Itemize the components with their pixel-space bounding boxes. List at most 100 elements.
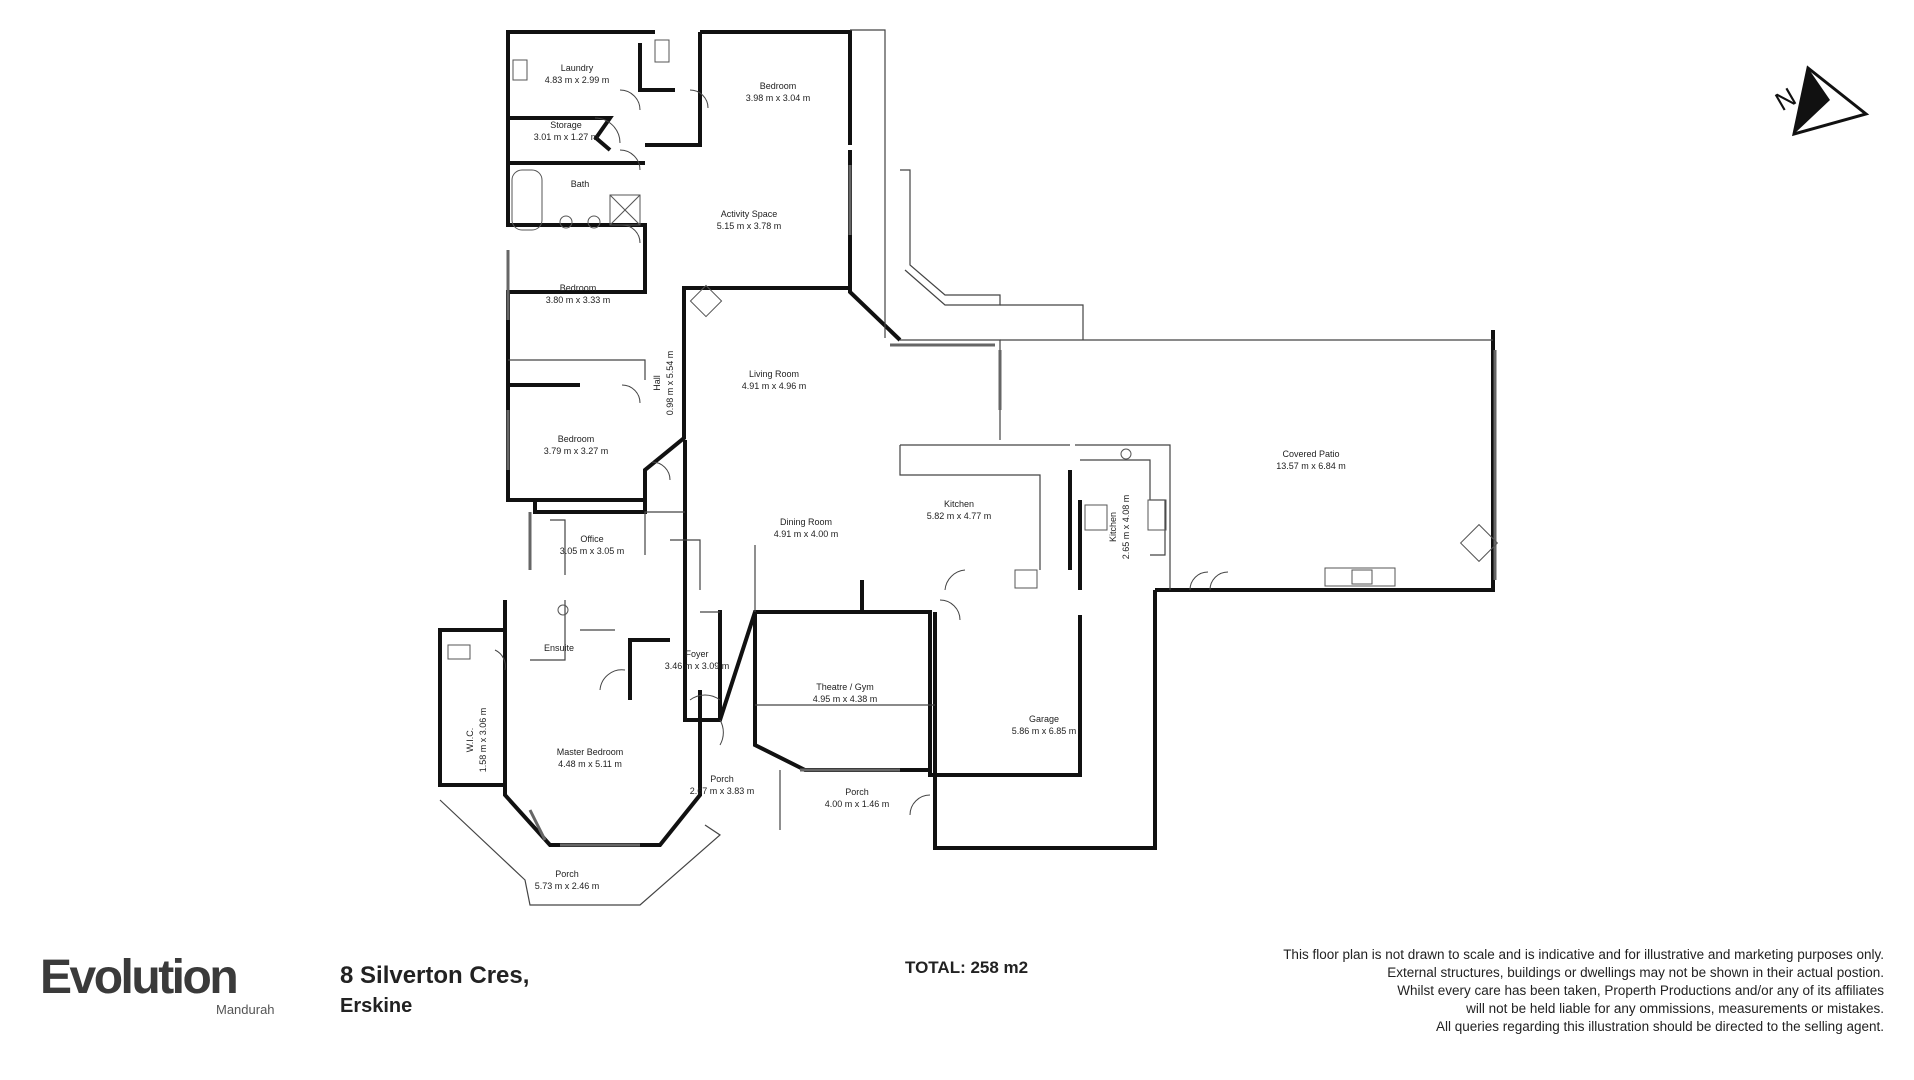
svg-text:Foyer: Foyer [685, 649, 708, 659]
address-line-2: Erskine [340, 995, 413, 1017]
windows [506, 165, 1497, 847]
room-name: W.I.C. [465, 728, 475, 753]
room-dims: 4.91 m x 4.96 m [742, 381, 807, 391]
svg-text:5.82 m x 4.77 m: 5.82 m x 4.77 m [927, 511, 992, 521]
thin-lines [439, 29, 1493, 906]
svg-text:5.86 m x 6.85 m: 5.86 m x 6.85 m [1012, 726, 1077, 736]
svg-text:Bedroom: Bedroom [560, 283, 597, 293]
svg-text:4.91 m x 4.00 m: 4.91 m x 4.00 m [774, 529, 839, 539]
room-dims: 0.98 m x 5.54 m [665, 351, 675, 416]
svg-text:Dining Room: Dining Room [780, 517, 832, 527]
svg-text:Ensuite: Ensuite [544, 643, 574, 653]
svg-text:0.98 m x 5.54 m: 0.98 m x 5.54 m [665, 351, 675, 416]
room-dims: 4.48 m x 5.11 m [558, 759, 622, 769]
svg-text:5.15 m x 3.78 m: 5.15 m x 3.78 m [717, 221, 782, 231]
svg-text:4.48 m x 5.11 m: 4.48 m x 5.11 m [558, 759, 622, 769]
doors [494, 89, 1229, 816]
disclaimer-line: All queries regarding this illustration … [1435, 1019, 1884, 1034]
room-dims: 13.57 m x 6.84 m [1276, 461, 1346, 471]
disclaimer-line: will not be held liable for any ommissio… [1466, 1001, 1884, 1016]
room-dims: 4.00 m x 1.46 m [825, 799, 890, 809]
disclaimer: This floor plan is not drawn to scale an… [1124, 946, 1884, 1036]
svg-text:Porch: Porch [710, 774, 734, 784]
svg-text:Living Room: Living Room [749, 369, 799, 379]
room-name: Bedroom [558, 434, 595, 444]
svg-text:W.I.C.: W.I.C. [465, 728, 475, 753]
walls [438, 30, 1495, 850]
fixtures [447, 39, 1499, 660]
svg-text:Covered Patio: Covered Patio [1282, 449, 1339, 459]
svg-text:Laundry: Laundry [561, 63, 594, 73]
svg-text:3.46 m x 3.09 m: 3.46 m x 3.09 m [665, 661, 730, 671]
svg-text:3.01 m x 1.27 m: 3.01 m x 1.27 m [534, 132, 599, 142]
room-name: Theatre / Gym [816, 682, 874, 692]
room-name: Bedroom [760, 81, 797, 91]
svg-text:4.00 m x 1.46 m: 4.00 m x 1.46 m [825, 799, 890, 809]
room-dims: 2.67 m x 3.83 m [690, 786, 755, 796]
svg-text:3.05 m x 3.05 m: 3.05 m x 3.05 m [560, 546, 625, 556]
room-name: Dining Room [780, 517, 832, 527]
svg-text:Porch: Porch [845, 787, 869, 797]
svg-text:Master Bedroom: Master Bedroom [557, 747, 624, 757]
room-name: Bedroom [560, 283, 597, 293]
room-dims: 4.91 m x 4.00 m [774, 529, 839, 539]
room-name: Laundry [561, 63, 594, 73]
svg-text:Kitchen: Kitchen [944, 499, 974, 509]
svg-text:Kitchen: Kitchen [1108, 512, 1118, 542]
room-name: Hall [652, 375, 662, 391]
disclaimer-line: Whilst every care has been taken, Proper… [1397, 983, 1884, 998]
room-dims: 5.82 m x 4.77 m [927, 511, 992, 521]
room-name: Kitchen [1108, 512, 1118, 542]
disclaimer-line: External structures, buildings or dwelli… [1387, 965, 1884, 980]
room-name: Porch [710, 774, 734, 784]
room-name: Living Room [749, 369, 799, 379]
room-dims: 5.73 m x 2.46 m [535, 881, 600, 891]
room-name: Storage [550, 120, 582, 130]
svg-text:Porch: Porch [555, 869, 579, 879]
room-name: Covered Patio [1282, 449, 1339, 459]
room-dims: 5.86 m x 6.85 m [1012, 726, 1077, 736]
svg-text:5.73 m x 2.46 m: 5.73 m x 2.46 m [535, 881, 600, 891]
svg-text:4.95 m x 4.38 m: 4.95 m x 4.38 m [813, 694, 878, 704]
svg-text:4.91 m x 4.96 m: 4.91 m x 4.96 m [742, 381, 807, 391]
brand-logo: Evolution [40, 951, 239, 1004]
room-dims: 4.95 m x 4.38 m [813, 694, 878, 704]
svg-text:3.80 m x 3.33 m: 3.80 m x 3.33 m [546, 295, 611, 305]
room-dims: 5.15 m x 3.78 m [717, 221, 782, 231]
compass-label: N [1770, 81, 1801, 116]
brand-sub: Mandurah [216, 1002, 275, 1017]
svg-text:Theatre / Gym: Theatre / Gym [816, 682, 874, 692]
svg-text:Garage: Garage [1029, 714, 1059, 724]
room-dims: 3.79 m x 3.27 m [544, 446, 609, 456]
svg-text:2.67 m x 3.83 m: 2.67 m x 3.83 m [690, 786, 755, 796]
svg-text:3.79 m x 3.27 m: 3.79 m x 3.27 m [544, 446, 609, 456]
svg-text:Hall: Hall [652, 375, 662, 391]
room-dims: 4.83 m x 2.99 m [545, 75, 610, 85]
svg-text:13.57 m x 6.84 m: 13.57 m x 6.84 m [1276, 461, 1346, 471]
room-dims: 3.05 m x 3.05 m [560, 546, 625, 556]
compass-icon: N [1770, 65, 1870, 137]
room-dims: 3.01 m x 1.27 m [534, 132, 599, 142]
total-area: TOTAL: 258 m2 [905, 958, 1029, 977]
room-name: Ensuite [544, 643, 574, 653]
room-dims: 1.58 m x 3.06 m [478, 708, 488, 773]
svg-text:1.58 m x 3.06 m: 1.58 m x 3.06 m [478, 708, 488, 773]
room-dims: 3.98 m x 3.04 m [746, 93, 811, 103]
address-line-1: 8 Silverton Cres, [340, 962, 530, 989]
svg-text:Bedroom: Bedroom [558, 434, 595, 444]
room-name: Office [580, 534, 603, 544]
svg-text:4.83 m x 2.99 m: 4.83 m x 2.99 m [545, 75, 610, 85]
svg-text:2.65 m x 4.08 m: 2.65 m x 4.08 m [1121, 495, 1131, 560]
svg-text:Bedroom: Bedroom [760, 81, 797, 91]
room-dims: 2.65 m x 4.08 m [1121, 495, 1131, 560]
room-name: Foyer [685, 649, 708, 659]
disclaimer-line: This floor plan is not drawn to scale an… [1283, 947, 1884, 962]
room-labels: Laundry 4.83 m x 2.99 m Bedroom 3.98 m x… [465, 63, 1346, 891]
svg-text:Bath: Bath [571, 179, 590, 189]
room-name: Porch [555, 869, 579, 879]
room-name: Kitchen [944, 499, 974, 509]
room-dims: 3.46 m x 3.09 m [665, 661, 730, 671]
room-name: Garage [1029, 714, 1059, 724]
svg-text:3.98 m x 3.04 m: 3.98 m x 3.04 m [746, 93, 811, 103]
